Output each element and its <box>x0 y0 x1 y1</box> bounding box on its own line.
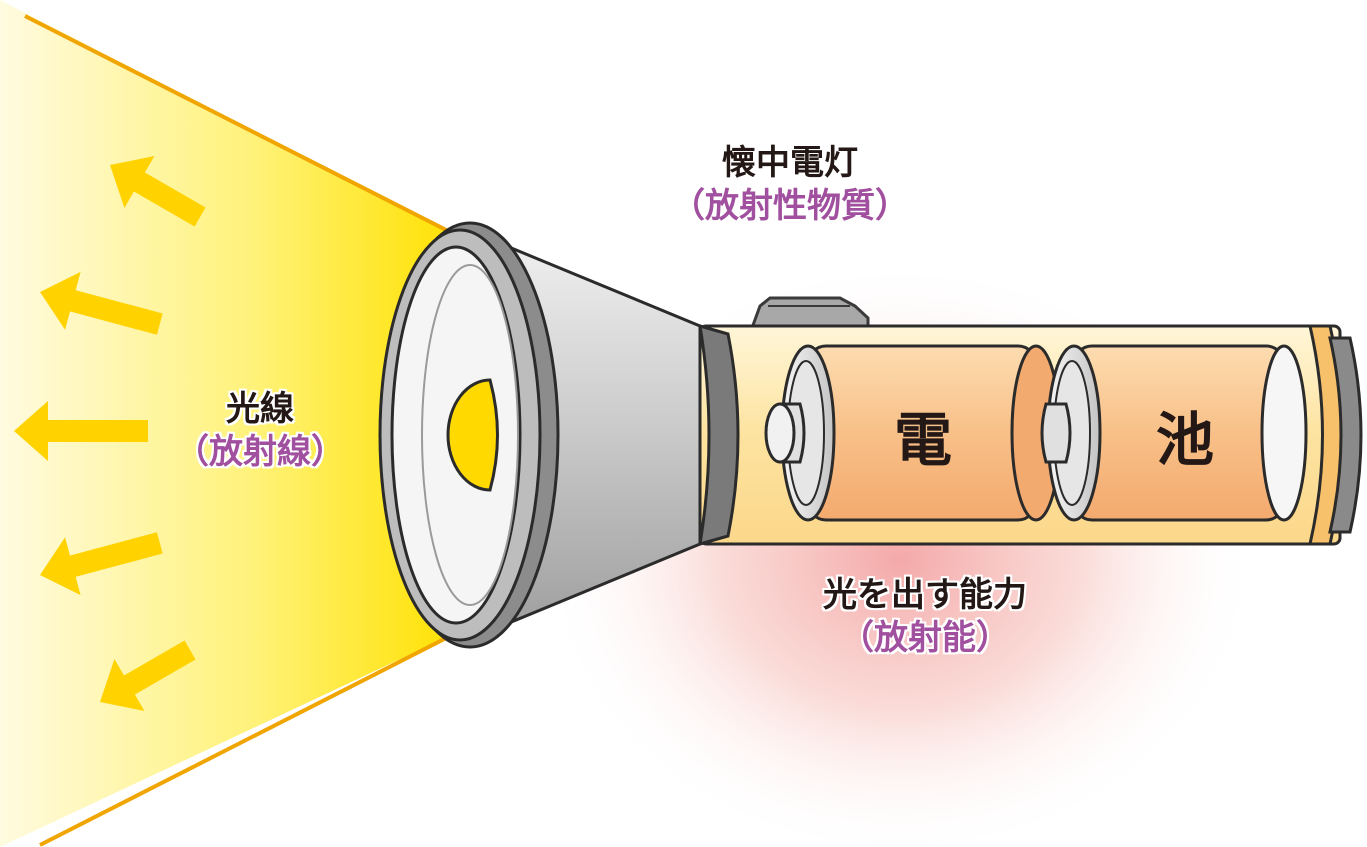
bulb <box>446 378 499 492</box>
arrow-left-icon <box>110 156 206 227</box>
ability-label: 光を出す能力 （放射能） <box>760 574 1090 659</box>
switch <box>749 296 870 330</box>
battery-label-char-2: 池 <box>1156 406 1215 474</box>
light-beam <box>0 0 458 847</box>
light-label-sub: （放射線） <box>175 431 345 472</box>
beam-edge-top <box>24 14 459 238</box>
arrow-left-icon <box>100 640 196 711</box>
battery-label-char-1: 電 <box>894 406 953 474</box>
flashlight-label-main: 懐中電灯 <box>722 143 858 183</box>
battery-icon <box>764 344 1308 522</box>
light-label: 光線 （放射線） <box>140 388 380 473</box>
arrow-left-icon <box>40 271 163 335</box>
flashlight-label: 懐中電灯 （放射性物質） <box>640 142 940 227</box>
beam-edge-bottom <box>39 630 459 847</box>
neck-ring <box>698 323 740 547</box>
arrow-left-icon <box>14 401 148 461</box>
rear-cap <box>1328 336 1363 534</box>
ability-label-main: 光を出す能力 <box>823 575 1027 615</box>
ability-label-sub: （放射能） <box>840 617 1010 658</box>
light-label-main: 光線 <box>226 389 294 429</box>
flashlight-label-sub: （放射性物質） <box>671 185 909 226</box>
arrow-left-icon <box>40 532 163 596</box>
